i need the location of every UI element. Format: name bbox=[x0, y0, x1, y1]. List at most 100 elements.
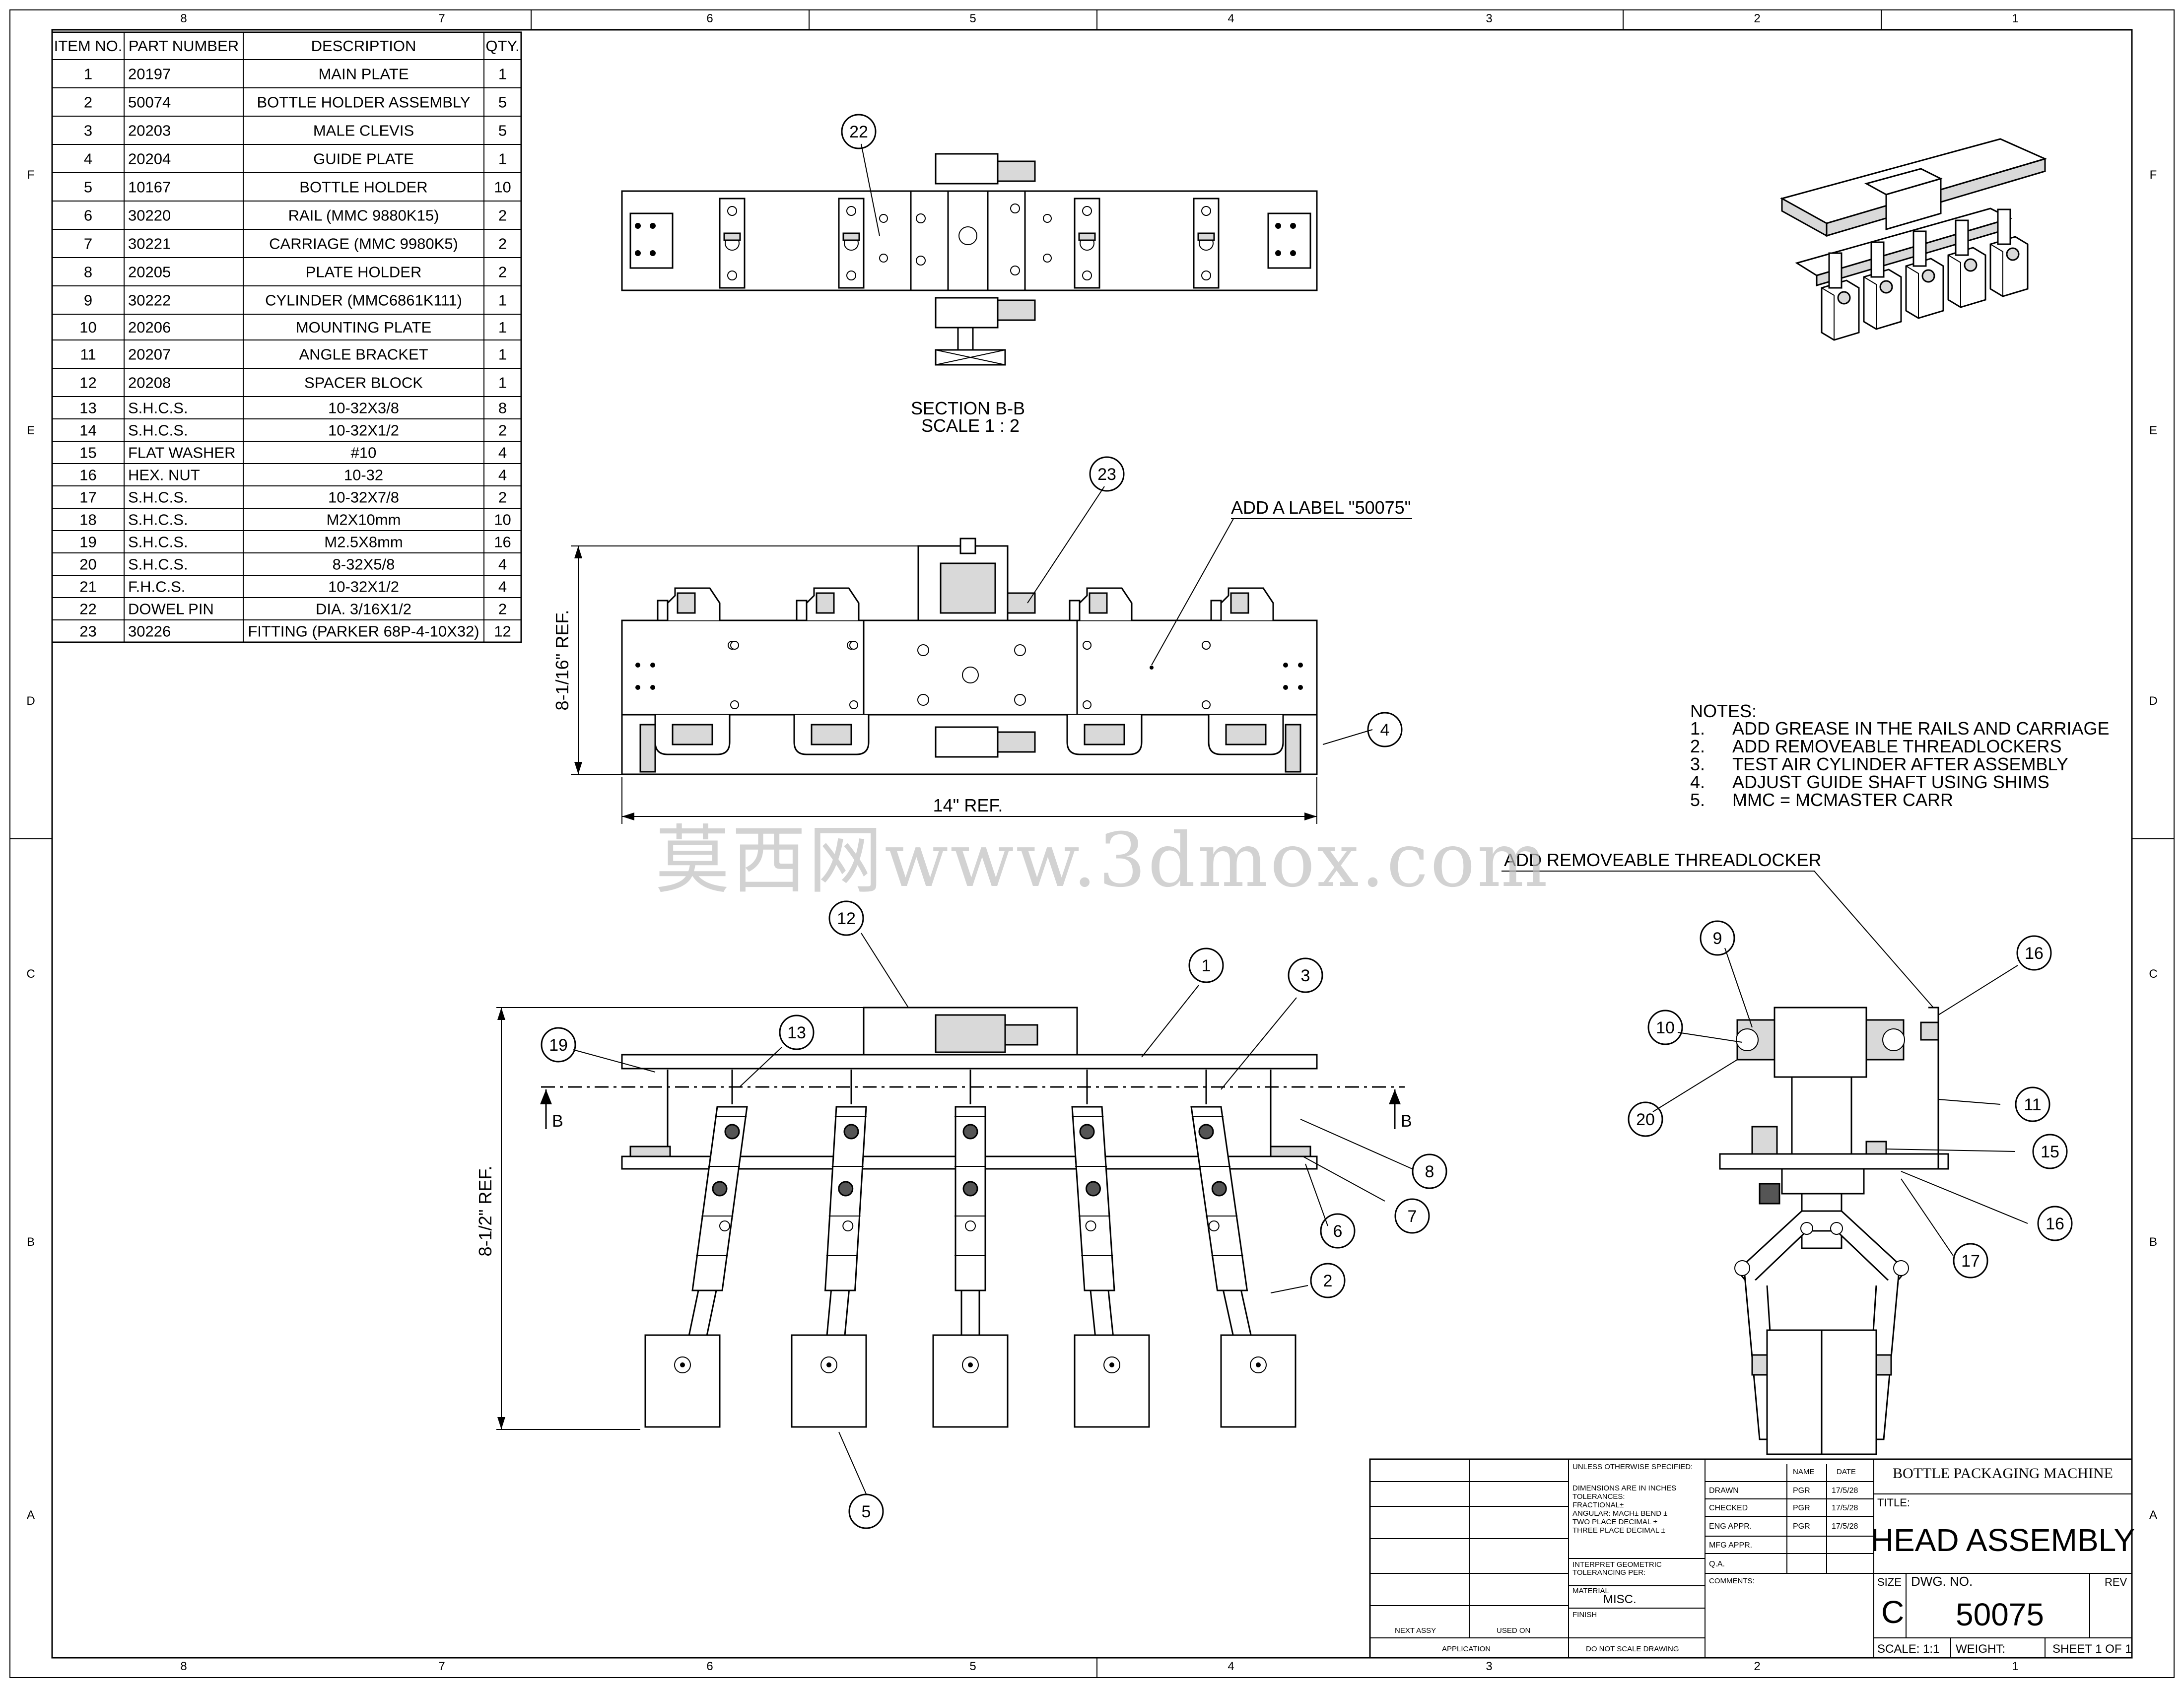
tb-title: HEAD ASSEMBLY bbox=[1871, 1522, 2135, 1558]
balloon bbox=[1367, 712, 1403, 747]
approval-role: Q.A. bbox=[1709, 1560, 1725, 1568]
bom-cell: 11 bbox=[80, 346, 96, 363]
bom-cell: 20206 bbox=[128, 319, 171, 336]
balloon bbox=[1700, 920, 1735, 956]
balloon-label: 22 bbox=[849, 123, 868, 141]
tb-comments: COMMENTS: bbox=[1709, 1577, 1755, 1585]
bom-cell: 7 bbox=[84, 235, 92, 253]
zone-row-label: C bbox=[2149, 967, 2157, 981]
tb-interpret: INTERPRET GEOMETRIC bbox=[1572, 1560, 1662, 1569]
balloon bbox=[541, 1027, 576, 1063]
note-text: TEST AIR CYLINDER AFTER ASSEMBLY bbox=[1732, 754, 2068, 774]
balloon bbox=[779, 1014, 815, 1050]
bom-cell: 1 bbox=[498, 319, 507, 336]
zone-column-label: 6 bbox=[706, 12, 713, 25]
balloon bbox=[1953, 1243, 1988, 1279]
bom-cell: 20197 bbox=[128, 66, 171, 83]
note-number: 2. bbox=[1690, 736, 1705, 756]
tb-material: MISC. bbox=[1603, 1593, 1637, 1606]
balloon bbox=[1310, 1263, 1346, 1298]
tb-next-assy: NEXT ASSY bbox=[1395, 1626, 1436, 1635]
balloon bbox=[2015, 1086, 2050, 1122]
tb-three-place: THREE PLACE DECIMAL ± bbox=[1572, 1526, 1665, 1535]
balloon-label: 3 bbox=[1301, 966, 1310, 985]
approval-role: CHECKED bbox=[1709, 1504, 1748, 1512]
title-block: UNLESS OTHERWISE SPECIFIED: DIMENSIONS A… bbox=[1369, 1458, 2135, 1659]
bom-cell: 2 bbox=[498, 264, 507, 281]
bom-header: ITEM NO. bbox=[54, 37, 123, 55]
bom-cell: 1 bbox=[84, 66, 92, 83]
tb-finish: FINISH bbox=[1572, 1611, 1597, 1619]
zone-column-label: 1 bbox=[2012, 1660, 2018, 1673]
balloon-label: 16 bbox=[2046, 1215, 2064, 1233]
bom-cell: M2.5X8mm bbox=[324, 534, 403, 551]
end-view bbox=[1719, 1007, 1949, 1455]
bom-cell: 1 bbox=[498, 374, 507, 392]
tb-scale: SCALE: 1:1 bbox=[1877, 1642, 1939, 1656]
tb-size: C bbox=[1881, 1594, 1904, 1630]
bom-cell: 10-32X3/8 bbox=[328, 400, 399, 417]
bom-cell: 15 bbox=[79, 444, 96, 462]
tb-dwg-label: DWG. NO. bbox=[1911, 1574, 1973, 1589]
bom-cell: 20208 bbox=[128, 374, 171, 392]
note-number: 3. bbox=[1690, 754, 1705, 774]
bom-cell: 8-32X5/8 bbox=[333, 556, 395, 573]
bom-cell: F.H.C.S. bbox=[128, 578, 185, 596]
bom-cell: 14 bbox=[79, 422, 96, 439]
section-scale: SCALE 1 : 2 bbox=[921, 415, 1020, 436]
bom-cell: FLAT WASHER bbox=[128, 444, 235, 462]
bom-cell: FITTING (PARKER 68P-4-10X32) bbox=[248, 623, 479, 640]
bom-cell: 50074 bbox=[128, 94, 171, 111]
zone-column-label: 1 bbox=[2012, 12, 2018, 25]
zone-column-label: 2 bbox=[1754, 1660, 1760, 1673]
bom-cell: 4 bbox=[84, 150, 92, 168]
bom-cell: 1 bbox=[498, 66, 507, 83]
zone-row-label: A bbox=[2149, 1508, 2157, 1522]
bom-cell: BOTTLE HOLDER bbox=[299, 179, 427, 196]
bom-cell: 2 bbox=[498, 489, 507, 506]
zone-column-label: 5 bbox=[969, 12, 976, 25]
zone-row-label: D bbox=[2149, 694, 2157, 708]
bom-cell: RAIL (MMC 9880K15) bbox=[288, 207, 439, 224]
bom-cell: S.H.C.S. bbox=[128, 511, 188, 529]
bom-header: QTY. bbox=[485, 37, 519, 55]
bom-cell: 19 bbox=[79, 534, 96, 551]
side-height-dimension: 8-1/2" REF. bbox=[475, 1166, 495, 1257]
bom-cell: S.H.C.S. bbox=[128, 534, 188, 551]
tb-col-name: NAME bbox=[1793, 1468, 1814, 1476]
bom-cell: 20207 bbox=[128, 346, 171, 363]
approval-name: PGR bbox=[1793, 1487, 1810, 1495]
approval-role: MFG APPR. bbox=[1709, 1541, 1752, 1550]
bom-cell: 1 bbox=[498, 346, 507, 363]
bom-cell: 4 bbox=[498, 467, 507, 484]
bom-cell: 9 bbox=[84, 292, 92, 309]
bom-cell: 20205 bbox=[128, 264, 171, 281]
bom-cell: 5 bbox=[498, 94, 507, 111]
balloon-label: 15 bbox=[2041, 1143, 2059, 1161]
bom-cell: 4 bbox=[498, 556, 507, 573]
approval-role: ENG APPR. bbox=[1709, 1522, 1752, 1531]
bom-cell: 5 bbox=[498, 122, 507, 139]
balloon-label: 17 bbox=[1961, 1252, 1980, 1271]
tb-dwg-no: 50075 bbox=[1956, 1597, 2044, 1632]
balloon bbox=[1288, 957, 1323, 993]
balloon-label: 13 bbox=[787, 1023, 806, 1042]
bom-cell: S.H.C.S. bbox=[128, 489, 188, 506]
bom-cell: 5 bbox=[84, 179, 92, 196]
notes-heading: NOTES: bbox=[1690, 701, 1757, 721]
bom-cell: 4 bbox=[498, 444, 507, 462]
tb-material-label: MATERIAL bbox=[1572, 1587, 1609, 1595]
bom-cell: 21 bbox=[79, 578, 96, 596]
balloon bbox=[1628, 1101, 1663, 1137]
zone-row-label: F bbox=[2150, 168, 2157, 182]
zone-column-label: 7 bbox=[438, 1660, 445, 1673]
zone-row-label: C bbox=[26, 967, 35, 981]
zone-row-label: E bbox=[27, 424, 35, 437]
tb-dims: DIMENSIONS ARE IN INCHES bbox=[1572, 1484, 1676, 1492]
bom-cell: 2 bbox=[498, 235, 507, 253]
note-text: ADD GREASE IN THE RAILS AND CARRIAGE bbox=[1732, 718, 2110, 739]
balloon-label: 12 bbox=[837, 909, 856, 928]
bom-cell: 10 bbox=[494, 179, 511, 196]
